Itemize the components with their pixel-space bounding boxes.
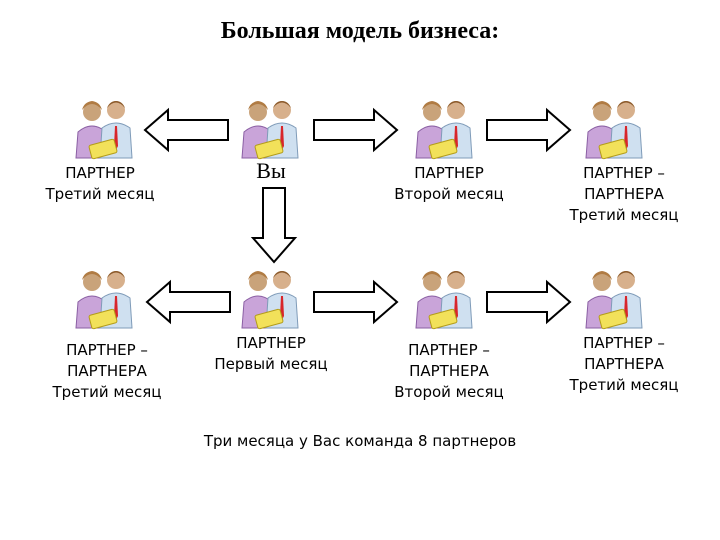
arrow-you-to-top-left xyxy=(143,107,229,153)
diagram-title: Большая модель бизнеса: xyxy=(220,18,500,44)
node-label-top-mid-right: ПАРТНЕР Второй месяц xyxy=(394,164,504,203)
people-icon xyxy=(75,271,133,330)
node-label-top-left: ПАРТНЕР Третий месяц xyxy=(45,164,155,203)
footer-caption: Три месяца у Вас команда 8 партнеров xyxy=(203,432,517,450)
people-icon xyxy=(241,271,299,330)
arrow-you-to-top-mid-right xyxy=(313,107,399,153)
node-label-you: Вы xyxy=(256,158,286,183)
arrow-bot-mid-left-to-bot-left xyxy=(145,279,231,325)
node-label-bot-mid-left: ПАРТНЕР Первый месяц xyxy=(214,334,328,373)
node-label-top-right: ПАРТНЕР – ПАРТНЕРА Третий месяц xyxy=(569,164,679,224)
arrow-bot-mid-left-to-bot-mid-right xyxy=(313,279,399,325)
node-label-bot-mid-right: ПАРТНЕР – ПАРТНЕРА Второй месяц xyxy=(394,341,504,401)
people-icon xyxy=(415,101,473,160)
arrow-you-to-bot-mid-left xyxy=(250,187,298,264)
people-icon xyxy=(585,101,643,160)
node-label-bot-right: ПАРТНЕР – ПАРТНЕРА Третий месяц xyxy=(569,334,679,394)
arrow-top-mid-right-to-top-right xyxy=(486,107,572,153)
people-icon xyxy=(415,271,473,330)
node-label-bot-left: ПАРТНЕР – ПАРТНЕРА Третий месяц xyxy=(52,341,162,401)
people-icon xyxy=(241,101,299,160)
people-icon xyxy=(585,271,643,330)
arrow-bot-mid-right-to-bot-right xyxy=(486,279,572,325)
people-icon xyxy=(75,101,133,160)
